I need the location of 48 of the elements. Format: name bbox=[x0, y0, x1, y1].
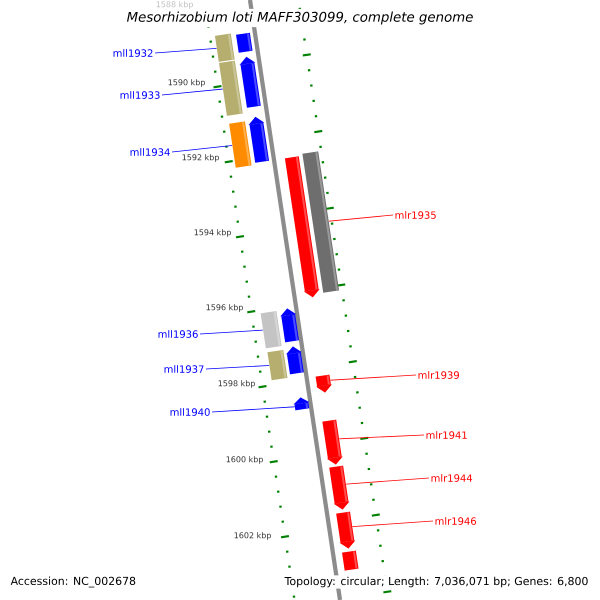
leader-line bbox=[172, 145, 233, 152]
gene-feature bbox=[322, 420, 343, 465]
leader-line bbox=[352, 520, 434, 528]
footer-text: Topology: circular; Length: 7,036,071 bp; Genes: 6,800 bbox=[283, 575, 590, 589]
gene-box bbox=[267, 350, 288, 380]
tick-label: 1602 kbp bbox=[234, 532, 271, 540]
gene-label: mlr1935 bbox=[396, 211, 436, 219]
leader-line bbox=[338, 434, 424, 440]
gene-feature bbox=[240, 56, 261, 108]
gene-box bbox=[260, 310, 282, 348]
leader-line bbox=[346, 478, 430, 484]
gene-feature bbox=[280, 308, 300, 342]
leader-line bbox=[162, 88, 224, 96]
tick-label: 1600 kbp bbox=[226, 456, 263, 464]
tick-label: 1598 kbp bbox=[218, 380, 255, 388]
tick-label: 1588 kbp bbox=[156, 1, 193, 9]
gene-label: mlr1939 bbox=[418, 371, 459, 379]
gene-feature bbox=[248, 116, 270, 163]
footer-text: Accession: NC_002678 bbox=[9, 575, 138, 589]
tick-label: 1596 kbp bbox=[206, 304, 243, 312]
gene-feature bbox=[336, 512, 356, 549]
gene-box bbox=[236, 32, 253, 53]
gene-label: mll1940 bbox=[170, 408, 210, 416]
gene-feature bbox=[286, 346, 304, 374]
gene-label: mlr1944 bbox=[432, 474, 472, 482]
gene-label: mlr1941 bbox=[426, 431, 467, 439]
tick-label: 1590 kbp bbox=[168, 79, 205, 87]
leader-line bbox=[212, 406, 295, 412]
tick-label: 1592 kbp bbox=[182, 154, 219, 162]
gene-feature bbox=[329, 466, 350, 510]
gene-label: mll1933 bbox=[120, 91, 160, 99]
gene-label: mll1934 bbox=[130, 148, 170, 156]
leader-line bbox=[154, 48, 217, 54]
gene-feature bbox=[316, 374, 332, 393]
leader-line bbox=[206, 365, 270, 370]
gene-label: mlr1946 bbox=[436, 517, 476, 525]
gene-box bbox=[229, 121, 252, 168]
gene-label: mll1937 bbox=[164, 365, 204, 373]
gene-feature bbox=[294, 397, 310, 410]
gene-label: mll1936 bbox=[158, 330, 198, 338]
tick-label: 1594 kbp bbox=[194, 229, 231, 237]
title: Mesorhizobium loti MAFF303099, complete genome bbox=[124, 8, 476, 28]
gene-label: mll1932 bbox=[114, 49, 152, 57]
gene-box bbox=[302, 151, 340, 293]
leader-line bbox=[330, 374, 416, 381]
leader-line bbox=[328, 214, 394, 222]
leader-line bbox=[200, 330, 264, 334]
gene-box bbox=[214, 34, 235, 62]
